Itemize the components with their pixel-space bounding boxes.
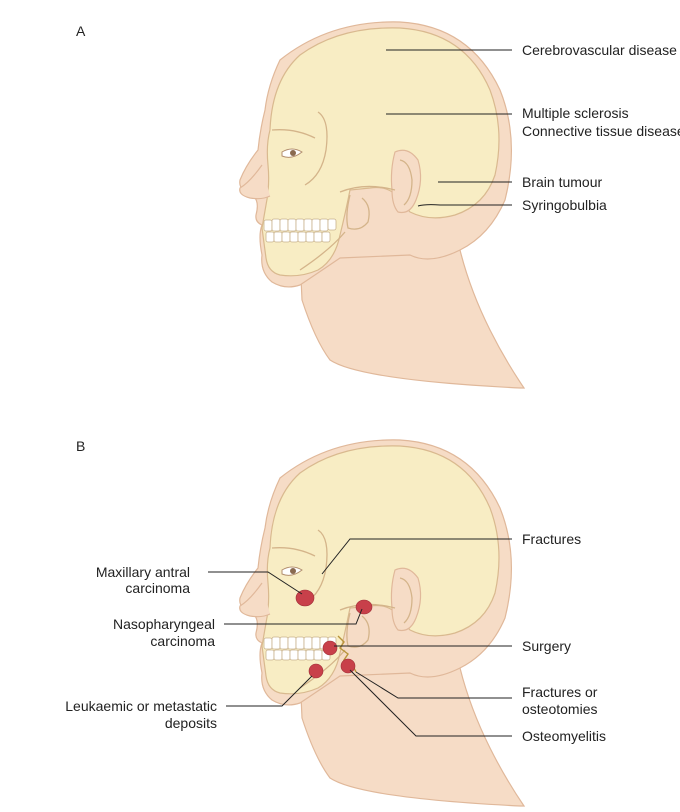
leader-syringobulbia [417, 204, 512, 207]
leader-fractures-osteotomies [355, 671, 512, 699]
label-connective-tissue-disease: Connective tissue disease [522, 123, 680, 139]
lesion-nasopharynx [355, 599, 373, 615]
leader-fractures [321, 538, 512, 575]
lesion-leukaemic-deposit [308, 663, 324, 679]
panel-b-head [239, 439, 525, 807]
lesion-surgery [322, 640, 338, 656]
leader-nasopharyngeal [224, 608, 363, 625]
panel-a-letter: A [76, 23, 86, 39]
label-leukaemic-metastatic: Leukaemic or metastatic [65, 698, 217, 714]
label-nasopharyngeal: Nasopharyngeal [113, 616, 215, 632]
label-brain-tumour: Brain tumour [522, 174, 602, 190]
label-cerebrovascular-disease: Cerebrovascular disease [522, 42, 677, 58]
leader-leukaemic [226, 675, 313, 707]
label-multiple-sclerosis: Multiple sclerosis [522, 105, 629, 121]
panel-b-letter: B [76, 438, 85, 454]
label-osteotomies: osteotomies [522, 701, 597, 717]
label-surgery: Surgery [522, 638, 571, 654]
label-syringobulbia: Syringobulbia [522, 197, 607, 213]
lesion-maxillary-antrum [295, 589, 315, 607]
label-nasopharyngeal-carcinoma: carcinoma [150, 633, 215, 649]
label-fractures-or: Fractures or [522, 684, 598, 700]
label-osteomyelitis: Osteomyelitis [522, 728, 606, 744]
label-fractures: Fractures [522, 531, 581, 547]
leader-maxillary-antral [208, 571, 303, 595]
leader-osteomyelitis [349, 669, 512, 737]
label-maxillary-antral: Maxillary antral [96, 564, 190, 580]
label-maxillary-carcinoma: carcinoma [125, 580, 190, 596]
lesion-osteomyelitis [340, 658, 356, 674]
label-deposits: deposits [165, 715, 217, 731]
